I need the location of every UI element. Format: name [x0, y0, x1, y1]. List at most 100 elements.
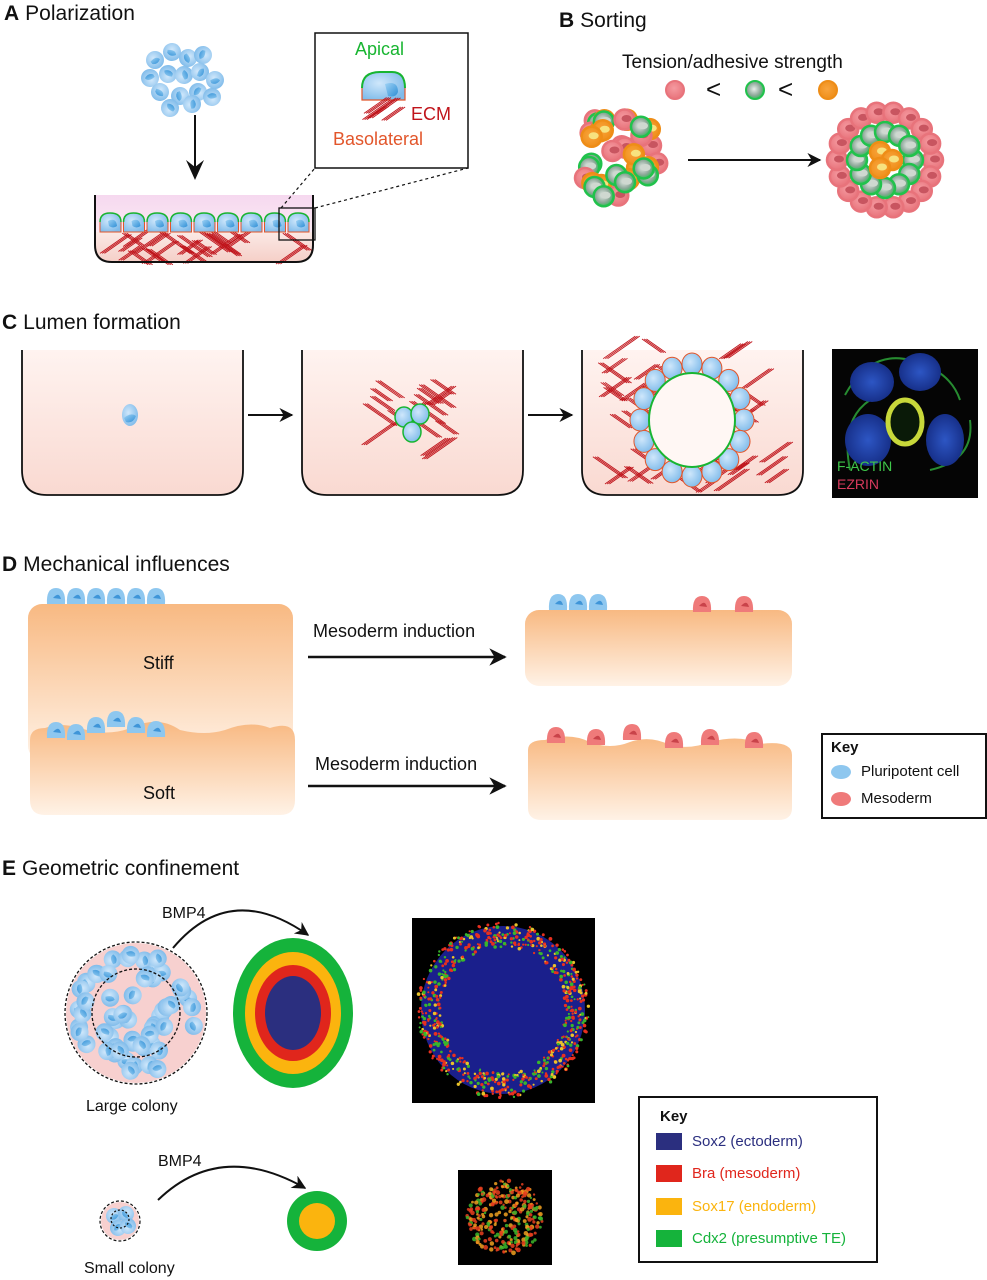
- lumen-cell: [644, 448, 666, 472]
- pluripotent-cell: [148, 1060, 167, 1079]
- polarized-cell: [216, 212, 240, 233]
- pluripotent-cell: [161, 996, 180, 1015]
- pluripotent-cell: [76, 992, 95, 1011]
- pluripotent-cell: [101, 988, 120, 1007]
- pluripotent-cell: [121, 945, 140, 964]
- bmp4-label-small: BMP4: [158, 1153, 202, 1170]
- polarized-cell: [122, 212, 146, 233]
- lumen-cell: [629, 408, 651, 432]
- lineage-key-title: Key: [660, 1108, 688, 1125]
- pluripotent-cell: [46, 588, 66, 604]
- lumen-cell: [733, 408, 755, 432]
- panel-a-title-text: Polarization: [25, 2, 135, 25]
- key-item-cdx2: Cdx2 (presumptive TE): [656, 1230, 846, 1247]
- f-actin-label: F-ACTIN: [837, 458, 893, 474]
- cluster-cell: [402, 421, 422, 443]
- pluripotent-cell: [95, 1023, 114, 1042]
- key-label-mesoderm: Mesoderm: [861, 790, 932, 807]
- mesoderm-cell-icon: [831, 791, 851, 806]
- soft-substrate: [30, 721, 295, 815]
- pluripotent-cell: [161, 99, 179, 117]
- mesoderm-cell: [586, 729, 606, 745]
- panel-b-title-text: Sorting: [580, 9, 647, 32]
- pluripotent-cell: [113, 1005, 132, 1024]
- sox17-core-small: [299, 1203, 335, 1239]
- cell-key-title: Key: [831, 739, 859, 756]
- mixed-aggregate: [573, 108, 669, 208]
- pluripotent-cell: [183, 95, 201, 113]
- polarized-cell: [146, 212, 169, 233]
- inset-ecm-fibers: [362, 97, 406, 121]
- pluripotent-cell: [155, 1017, 174, 1036]
- colony-outer-boundary: [64, 941, 208, 1085]
- sox2-swatch: [656, 1133, 682, 1150]
- pluripotent-cell: [123, 986, 142, 1005]
- lumen: [648, 372, 736, 468]
- small-colony-pattern: [287, 1191, 347, 1251]
- pluripotent-cell: [146, 51, 164, 69]
- pluripotent-cell: [203, 88, 221, 106]
- polarized-cell: [263, 212, 287, 233]
- lumen-cell: [681, 464, 703, 488]
- colony-outer-boundary: [99, 1200, 141, 1242]
- lumen-cell: [718, 448, 740, 472]
- pluripotent-cell-icon: [831, 764, 851, 779]
- pluripotent-cell: [126, 588, 146, 604]
- pluripotent-cell: [548, 594, 568, 610]
- pluripotent-cell: [146, 721, 166, 737]
- pluripotent-cell: [171, 978, 190, 997]
- pluripotent-cell: [568, 594, 588, 610]
- mesoderm-cell: [700, 729, 720, 745]
- panel-letter-a: A: [4, 2, 20, 25]
- pluripotent-cell: [150, 1041, 169, 1060]
- down-arrow-head: [186, 160, 204, 180]
- panel-d-title-text: Mechanical influences: [23, 553, 230, 576]
- basolateral-label: Basolateral: [333, 129, 424, 149]
- mesoderm-cell: [734, 596, 754, 612]
- arrow-label-stiff: Mesoderm induction: [313, 621, 476, 641]
- polarized-cell: [240, 212, 263, 233]
- pluripotent-cell: [179, 49, 197, 67]
- pluripotent-cell: [206, 71, 224, 89]
- key-label-cdx2: Cdx2 (presumptive TE): [692, 1230, 846, 1247]
- pluripotent-cell: [99, 964, 118, 983]
- inset-cell: [361, 71, 406, 101]
- cluster-cell: [410, 403, 430, 425]
- cdx2-swatch: [656, 1230, 682, 1247]
- key-label-sox2: Sox2 (ectoderm): [692, 1133, 803, 1150]
- cell-clump: [141, 43, 224, 117]
- pluripotent-cell: [146, 588, 166, 604]
- small-colony: [99, 1200, 141, 1242]
- key-item-mesoderm: Mesoderm: [831, 790, 932, 807]
- polarized-cell: [99, 212, 122, 233]
- apical-label: Apical: [355, 39, 405, 59]
- lineage-key: Key Sox2 (ectoderm) Bra (mesoderm) Sox17…: [638, 1096, 878, 1263]
- pluripotent-cell: [135, 969, 154, 988]
- mesoderm-cell: [622, 724, 642, 740]
- key-item-sox2: Sox2 (ectoderm): [656, 1133, 803, 1150]
- panel-letter-d: D: [2, 553, 18, 576]
- lumen-cell: [681, 352, 703, 376]
- soft-label: Soft: [143, 783, 176, 803]
- pluripotent-cell: [132, 1036, 151, 1055]
- lumen-cell: [644, 368, 666, 392]
- pluripotent-cell: [175, 66, 193, 84]
- pluripotent-cell: [163, 43, 181, 61]
- single-cell: [122, 404, 138, 426]
- cell-cluster: [361, 379, 460, 460]
- colony-inner-boundary: [110, 1209, 130, 1229]
- panel-e-title-text: Geometric confinement: [22, 857, 240, 880]
- bmp4-arrow-large: [172, 909, 310, 949]
- panel-c-artwork: [21, 335, 804, 496]
- pluripotent-cell: [103, 950, 122, 969]
- pluripotent-cell: [126, 717, 146, 733]
- mesoderm-cell: [692, 596, 712, 612]
- large-colony-pattern: [233, 938, 353, 1088]
- pluripotent-cell: [66, 588, 86, 604]
- bmp4-label-large: BMP4: [162, 905, 206, 922]
- pluripotent-cell: [148, 949, 167, 968]
- soft-substrate-after: [528, 736, 792, 820]
